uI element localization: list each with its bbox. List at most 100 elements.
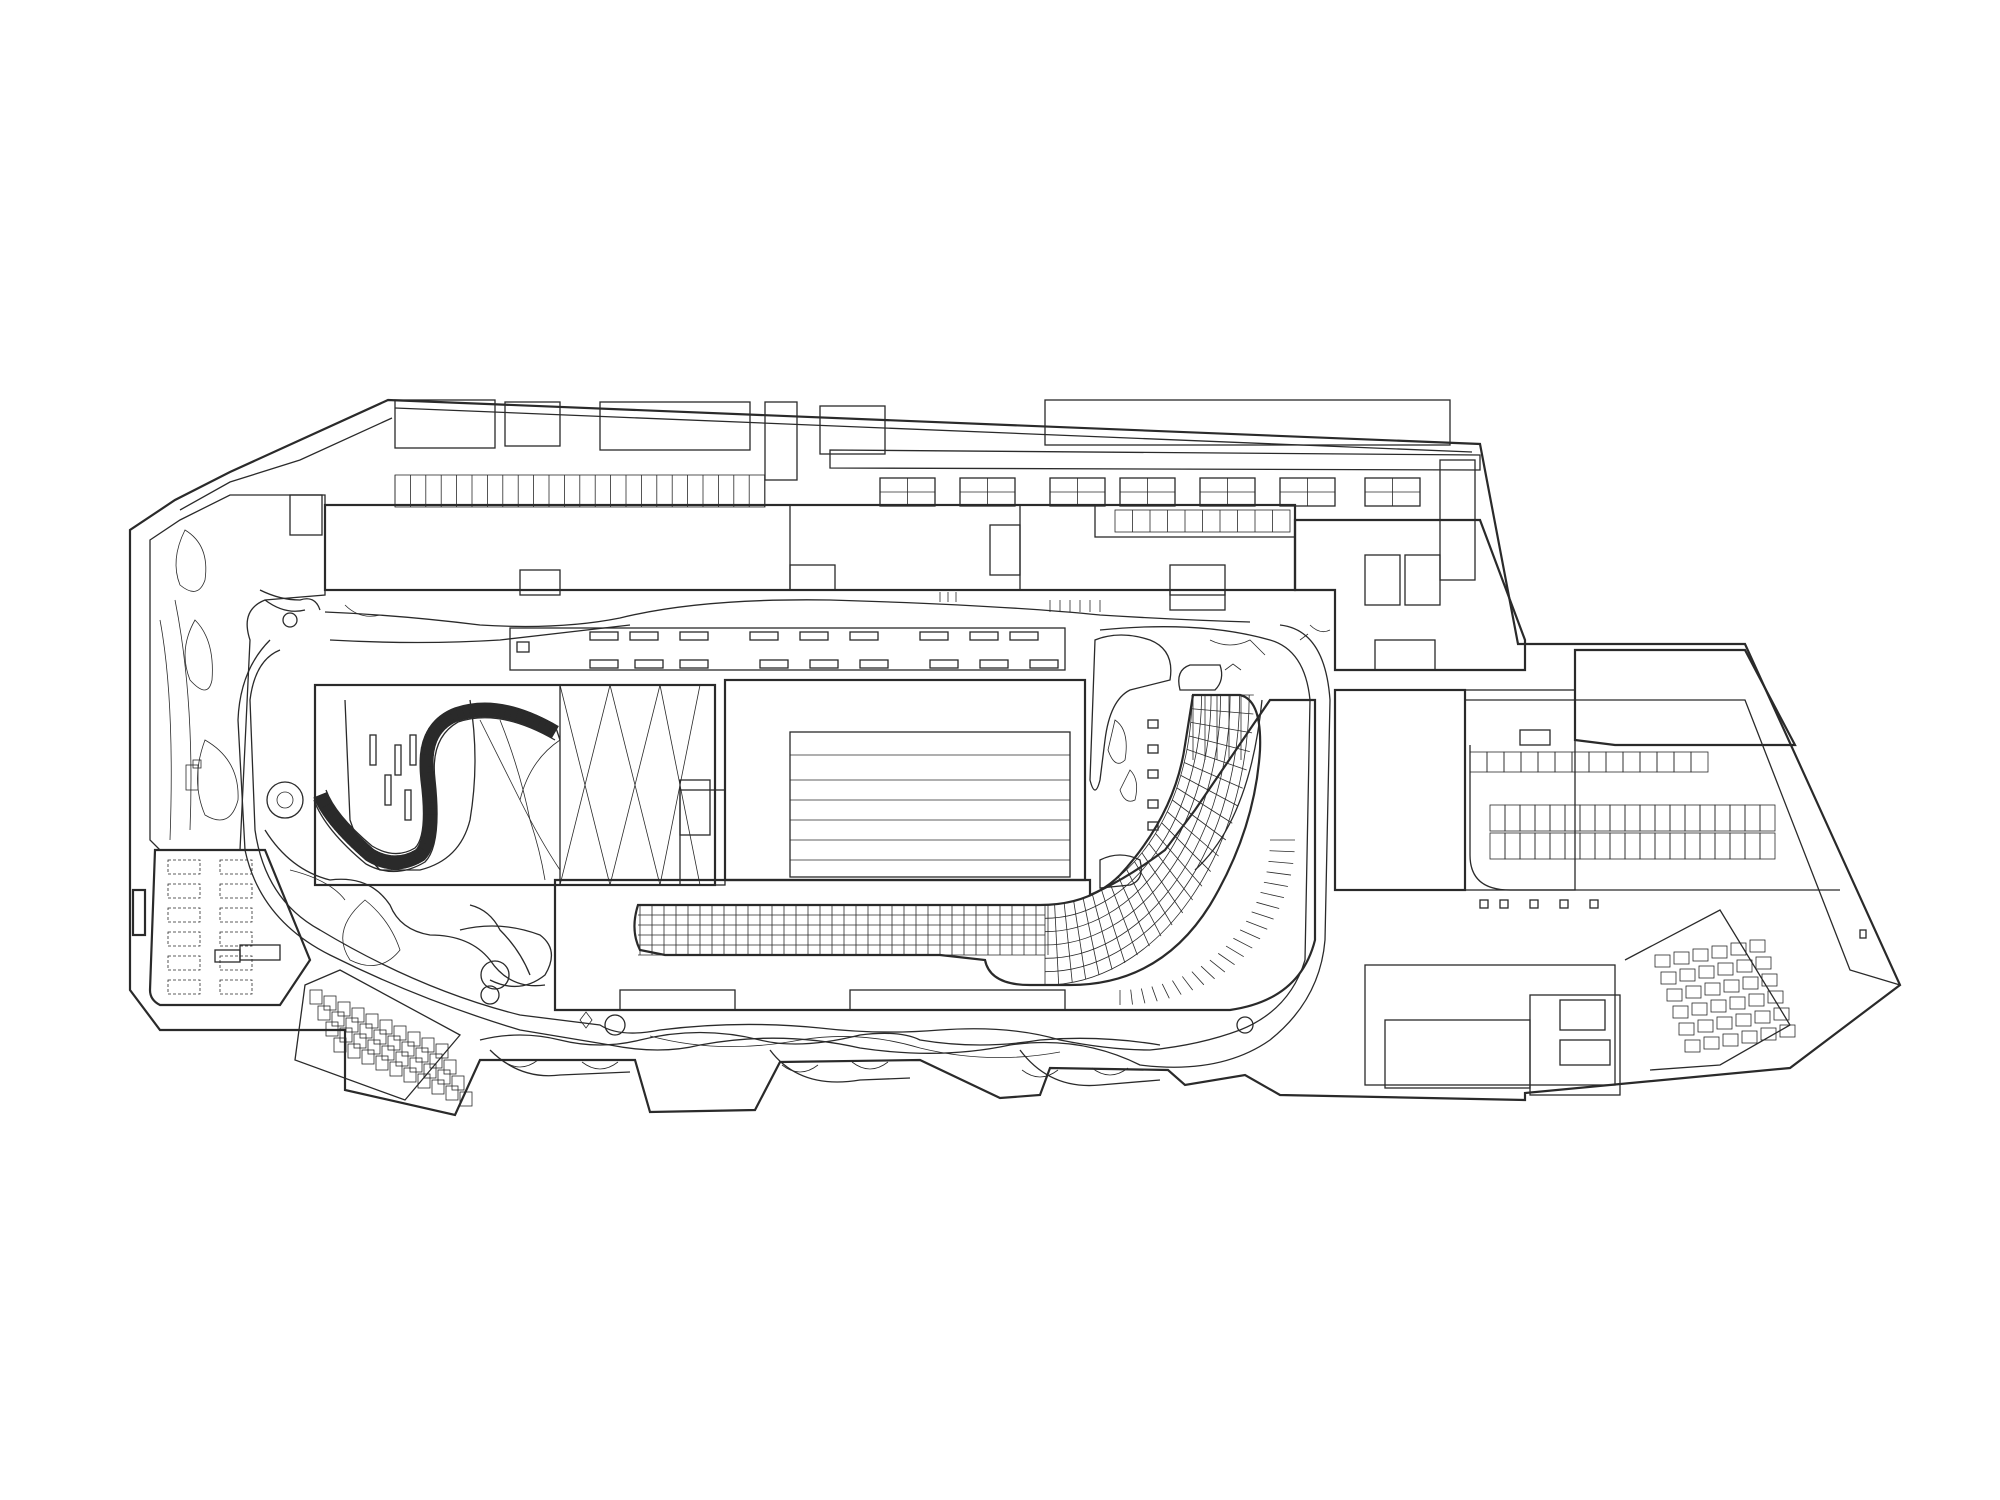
bridge-slat bbox=[419, 753, 434, 756]
bridge-slat bbox=[422, 789, 437, 792]
planting-cell bbox=[1684, 1039, 1701, 1053]
bridge-slat bbox=[551, 725, 559, 739]
bollard bbox=[1499, 899, 1509, 909]
bridge-slat bbox=[342, 828, 354, 840]
planting-cell bbox=[1779, 1024, 1796, 1038]
parking-stall bbox=[431, 1079, 445, 1095]
planting-cell bbox=[1711, 945, 1728, 959]
parking-stall bbox=[1684, 804, 1701, 832]
planting-cell bbox=[1748, 993, 1765, 1007]
parking-stall bbox=[1624, 804, 1641, 832]
bridge-slat bbox=[455, 707, 460, 721]
parking-stall bbox=[1534, 832, 1551, 860]
bridge-slat bbox=[422, 801, 437, 804]
parking-stall bbox=[1537, 751, 1556, 773]
bridge-slat bbox=[442, 713, 452, 726]
roof-opening bbox=[589, 659, 619, 669]
step-line bbox=[1268, 860, 1294, 864]
bridge-slat bbox=[420, 771, 435, 774]
parking-stall bbox=[1486, 751, 1505, 773]
bench bbox=[404, 789, 412, 821]
parking-stall bbox=[1759, 804, 1776, 832]
bridge-slat bbox=[432, 722, 444, 733]
planter-arc bbox=[1021, 1069, 1059, 1078]
room-outline bbox=[167, 883, 201, 899]
parking-stall bbox=[1669, 832, 1686, 860]
canopy-grid-line bbox=[1126, 869, 1162, 937]
parking-stall bbox=[1759, 832, 1776, 860]
southwest-garden-paths bbox=[264, 612, 1254, 1036]
planting-cell bbox=[1722, 1033, 1739, 1047]
planting-cell bbox=[1741, 1030, 1758, 1044]
roof-opening bbox=[799, 631, 829, 641]
planting-cell bbox=[1735, 1013, 1752, 1027]
roof-opening bbox=[1009, 631, 1039, 641]
parking-stall bbox=[1622, 751, 1641, 773]
parking-stall bbox=[1549, 832, 1566, 860]
roof-opening bbox=[969, 631, 999, 641]
canopy-grid-arc bbox=[1044, 694, 1241, 973]
bridge-slat bbox=[546, 722, 554, 736]
bridge-slat bbox=[519, 710, 526, 724]
parking-stall bbox=[1564, 832, 1581, 860]
step-line bbox=[1260, 892, 1285, 899]
bridge-slat bbox=[424, 734, 438, 741]
parking-stall bbox=[459, 1091, 473, 1107]
planting-cell bbox=[1673, 951, 1690, 965]
bridge-slat bbox=[364, 849, 375, 861]
step-line bbox=[1218, 953, 1235, 966]
parking-stall bbox=[361, 1049, 375, 1065]
bridge-slat bbox=[461, 705, 466, 720]
planting-cell bbox=[1691, 1002, 1708, 1016]
parking-stall bbox=[445, 1085, 459, 1101]
parking-stall bbox=[1714, 832, 1731, 860]
step-line bbox=[1269, 850, 1295, 853]
bridge-slat bbox=[420, 747, 435, 751]
roof-opening bbox=[634, 659, 664, 669]
planting-cell bbox=[1692, 948, 1709, 962]
parking-stall bbox=[1673, 751, 1692, 773]
parking-stall bbox=[1594, 832, 1611, 860]
planting-cell bbox=[1760, 1027, 1777, 1041]
planting-cell bbox=[1773, 1007, 1790, 1021]
parking-stall bbox=[1579, 832, 1596, 860]
roof-opening bbox=[679, 631, 709, 641]
bench bbox=[1147, 744, 1159, 754]
planting-cell bbox=[1742, 976, 1759, 990]
bridge-slat bbox=[371, 851, 379, 865]
parking-stall bbox=[389, 1061, 403, 1077]
bridge-slat bbox=[316, 797, 330, 805]
planter-arc bbox=[1091, 1067, 1129, 1076]
bridge-slat bbox=[423, 819, 438, 822]
bridge-slat bbox=[480, 703, 482, 718]
step-line bbox=[1200, 965, 1215, 980]
bridge-slat bbox=[508, 706, 513, 721]
room-outline bbox=[219, 907, 253, 923]
step-line bbox=[1239, 929, 1261, 940]
roof-opening bbox=[859, 659, 889, 669]
southeast-planting-grid bbox=[1654, 939, 1796, 1053]
bridge-slat bbox=[407, 853, 413, 867]
canopy-grid-line bbox=[1100, 888, 1126, 964]
step-line bbox=[1191, 971, 1205, 986]
bridge-slat bbox=[351, 837, 362, 848]
canopy-grid-line bbox=[1176, 787, 1233, 824]
step-line bbox=[1140, 988, 1146, 1004]
room-outline bbox=[167, 955, 201, 971]
parking-stall bbox=[1520, 751, 1539, 773]
parking-stall bbox=[347, 1043, 361, 1059]
parking-stall bbox=[1549, 804, 1566, 832]
parking-stall bbox=[317, 1005, 331, 1021]
canopy-grid-line bbox=[1109, 883, 1138, 956]
parking-stall bbox=[1699, 832, 1716, 860]
bench bbox=[369, 734, 377, 766]
parking-stall bbox=[1684, 832, 1701, 860]
bridge-slat bbox=[492, 703, 495, 718]
northeast-annex bbox=[1293, 459, 1527, 672]
room-outline bbox=[167, 931, 201, 947]
parking-stall bbox=[309, 989, 323, 1005]
bridge-slat bbox=[467, 704, 471, 719]
parking-stall bbox=[1639, 832, 1656, 860]
canopy-grid-line bbox=[1166, 811, 1219, 857]
